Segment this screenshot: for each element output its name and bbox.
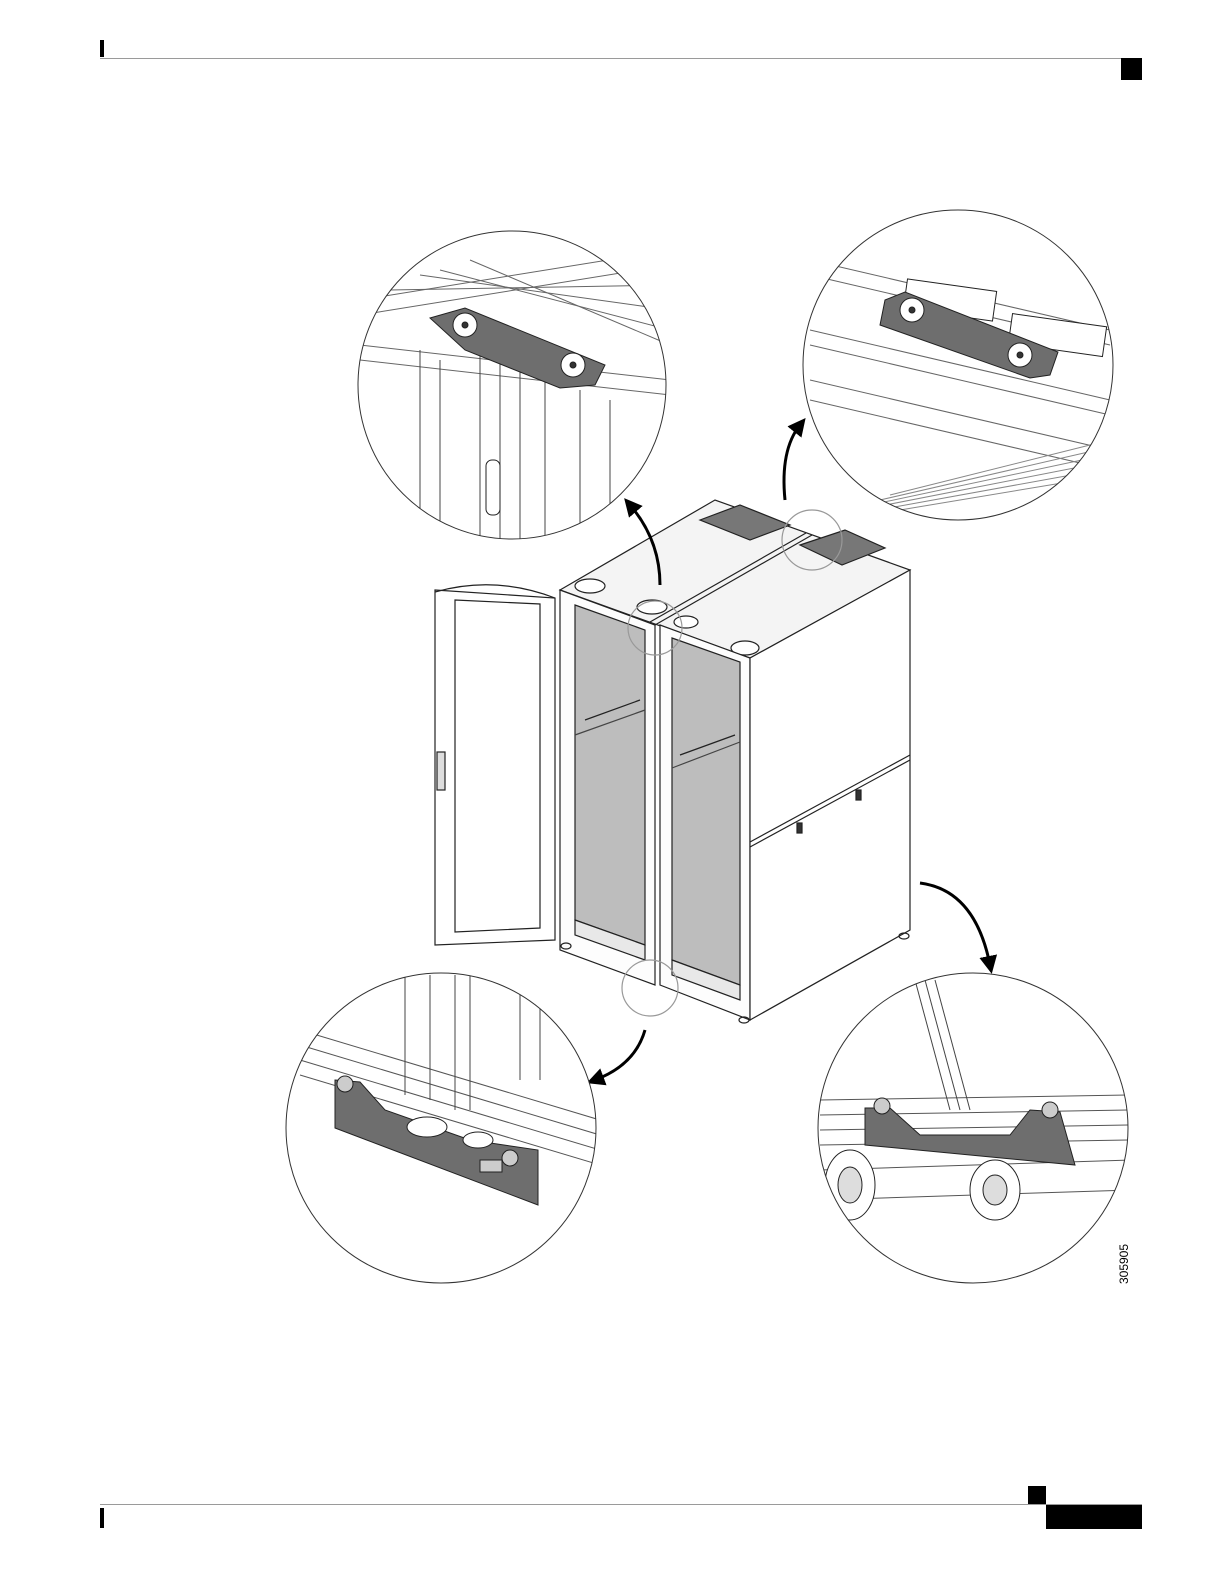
rack-assembly xyxy=(435,500,910,1023)
detail-bottom-right xyxy=(815,970,1135,1290)
detail-top-left xyxy=(350,230,680,550)
detail-bottom-left xyxy=(280,970,610,1290)
figure-number: 305905 xyxy=(1104,1246,1144,1282)
detail-top-right xyxy=(800,205,1120,525)
